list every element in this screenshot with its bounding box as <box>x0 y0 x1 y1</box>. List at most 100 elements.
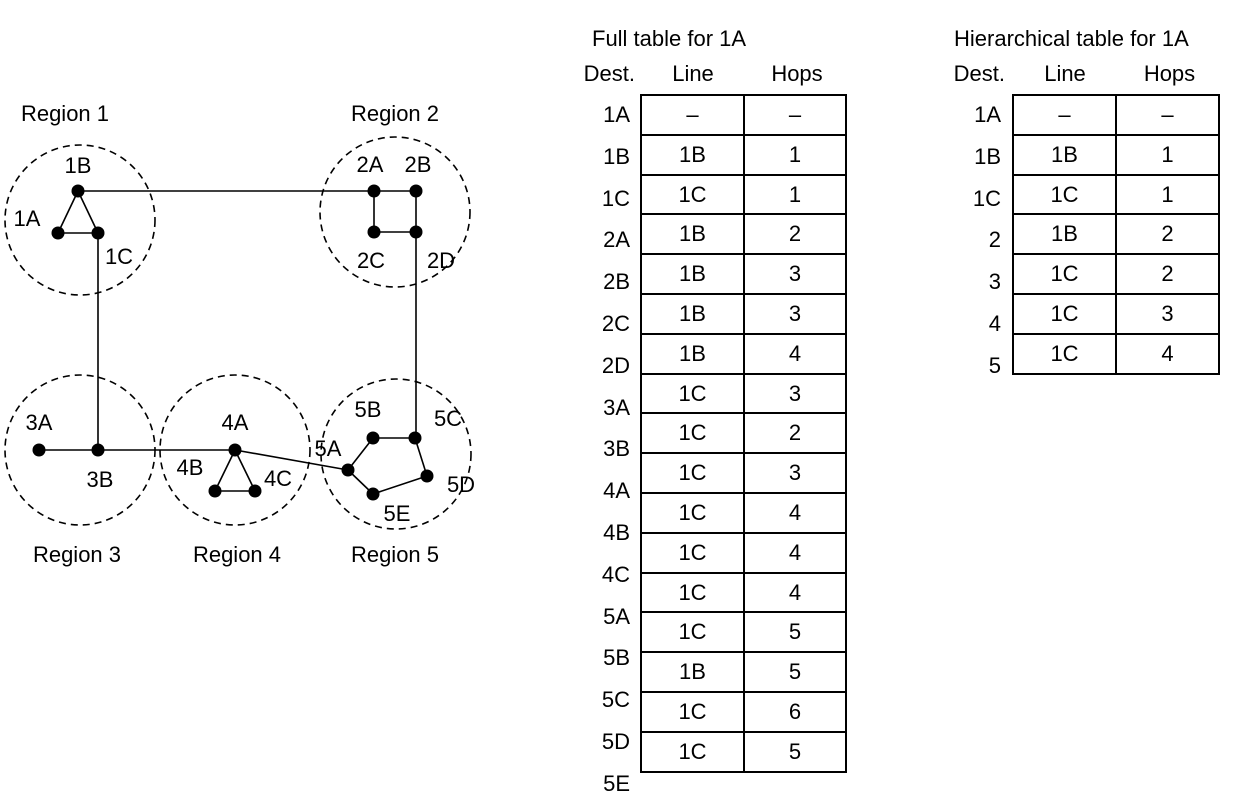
router-label-3B: 3B <box>87 467 114 492</box>
router-2C <box>367 225 381 239</box>
hier-table-line-cell: 1C <box>1012 253 1117 295</box>
full-table-dest-5E: 5E <box>603 770 630 796</box>
hier-table-line-cell: 1C <box>1012 332 1117 375</box>
full-table-hops-cell: 2 <box>743 213 847 256</box>
link-1B-1C <box>77 190 99 234</box>
router-label-3A: 3A <box>26 410 53 435</box>
router-label-5D: 5D <box>447 472 475 497</box>
full-table-dest-2D: 2D <box>601 352 630 378</box>
full-table-line-cell: 1B <box>640 292 745 335</box>
full-table-line-cell: 1C <box>640 690 745 733</box>
full-table-hops-cell: 3 <box>743 253 847 295</box>
router-5A <box>341 463 355 477</box>
link-4A-4B <box>214 449 236 492</box>
full-table-hops-cell: 3 <box>743 292 847 335</box>
router-label-4C: 4C <box>264 466 292 491</box>
hier-table-hops-cell: 1 <box>1115 133 1220 176</box>
full-table-line-cell: 1C <box>640 491 745 534</box>
hier-table-dest-1B: 1B <box>974 143 1001 169</box>
router-label-5E: 5E <box>384 501 411 526</box>
full-table-dest-3B: 3B <box>603 436 630 462</box>
router-label-1A: 1A <box>14 206 41 231</box>
hier-table-hops-cell: 2 <box>1115 253 1220 295</box>
full-table-hops-cell: 4 <box>743 531 847 574</box>
hier-table-dest-1A: 1A <box>974 102 1001 127</box>
hier-table-hops-cell: 4 <box>1115 332 1220 375</box>
full-table-dest-2B: 2B <box>603 269 630 295</box>
router-2A <box>367 184 381 198</box>
full-table-hops-cell: 4 <box>743 571 847 614</box>
full-table-hops-cell: – <box>743 94 847 136</box>
hier-table-dest-5: 5 <box>988 352 1001 378</box>
region-4-boundary <box>159 374 311 526</box>
hier-table-header-line: Line <box>1044 61 1086 86</box>
table-row: –– <box>640 94 847 136</box>
region-2-boundary <box>319 136 471 288</box>
router-1A <box>51 226 65 240</box>
full-table-line-cell: 1C <box>640 730 745 773</box>
full-table-hops-cell: 4 <box>743 332 847 375</box>
full-table-dest-5A: 5A <box>603 603 630 629</box>
full-table-hops-cell: 5 <box>743 611 847 654</box>
router-5B <box>366 431 380 445</box>
full-table-hops-cell: 3 <box>743 452 847 494</box>
hier-table-header-hops: Hops <box>1143 61 1196 86</box>
full-table-line-cell: – <box>640 94 745 136</box>
hier-table-line-cell: 1B <box>1012 133 1117 176</box>
full-table-dest-3A: 3A <box>603 394 630 420</box>
full-table-dest-4C: 4C <box>601 561 630 587</box>
hier-table-line-cell: – <box>1012 94 1117 136</box>
router-label-4A: 4A <box>222 410 249 435</box>
full-table-dest-4B: 4B <box>603 520 630 545</box>
link-5C-5D <box>414 437 428 477</box>
full-table-hops-cell: 1 <box>743 133 847 176</box>
full-table-line-cell: 1C <box>640 452 745 494</box>
full-table-hops-cell: 5 <box>743 651 847 693</box>
hier-table-hops-cell: – <box>1115 94 1220 136</box>
region-4-label: Region 4 <box>193 542 281 567</box>
router-1B <box>71 184 85 198</box>
router-label-2D: 2D <box>427 248 455 273</box>
full-table-dest-5B: 5B <box>603 645 630 671</box>
full-table-header-hops: Hops <box>771 61 823 86</box>
router-4B <box>208 484 222 498</box>
link-4A-5A <box>234 449 349 471</box>
router-3A <box>32 443 46 457</box>
hier-table-dest-3: 3 <box>988 269 1001 295</box>
region-3-label: Region 3 <box>33 542 121 567</box>
full-table-line-cell: 1B <box>640 332 745 375</box>
link-5A-5B <box>347 437 374 471</box>
full-table-line-cell: 1C <box>640 372 745 415</box>
region-1-label: Region 1 <box>21 101 109 126</box>
link-5D-5E <box>372 475 428 495</box>
full-table-header-line: Line <box>672 61 714 86</box>
full-table-hops-cell: 2 <box>743 412 847 455</box>
region-1-boundary <box>4 144 156 296</box>
hier-table-header-dest: Dest. <box>953 61 1005 86</box>
router-4A <box>228 443 242 457</box>
router-1C <box>91 226 105 240</box>
router-5E <box>366 487 380 501</box>
full-table-line-cell: 1C <box>640 173 745 216</box>
full-table-dest-5D: 5D <box>601 729 630 754</box>
full-table-dest-1B: 1B <box>603 143 630 169</box>
full-table-line-cell: 1B <box>640 213 745 256</box>
full-table-dest-1A: 1A <box>603 102 630 127</box>
full-table-hops-cell: 4 <box>743 491 847 534</box>
router-label-4B: 4B <box>177 455 204 480</box>
